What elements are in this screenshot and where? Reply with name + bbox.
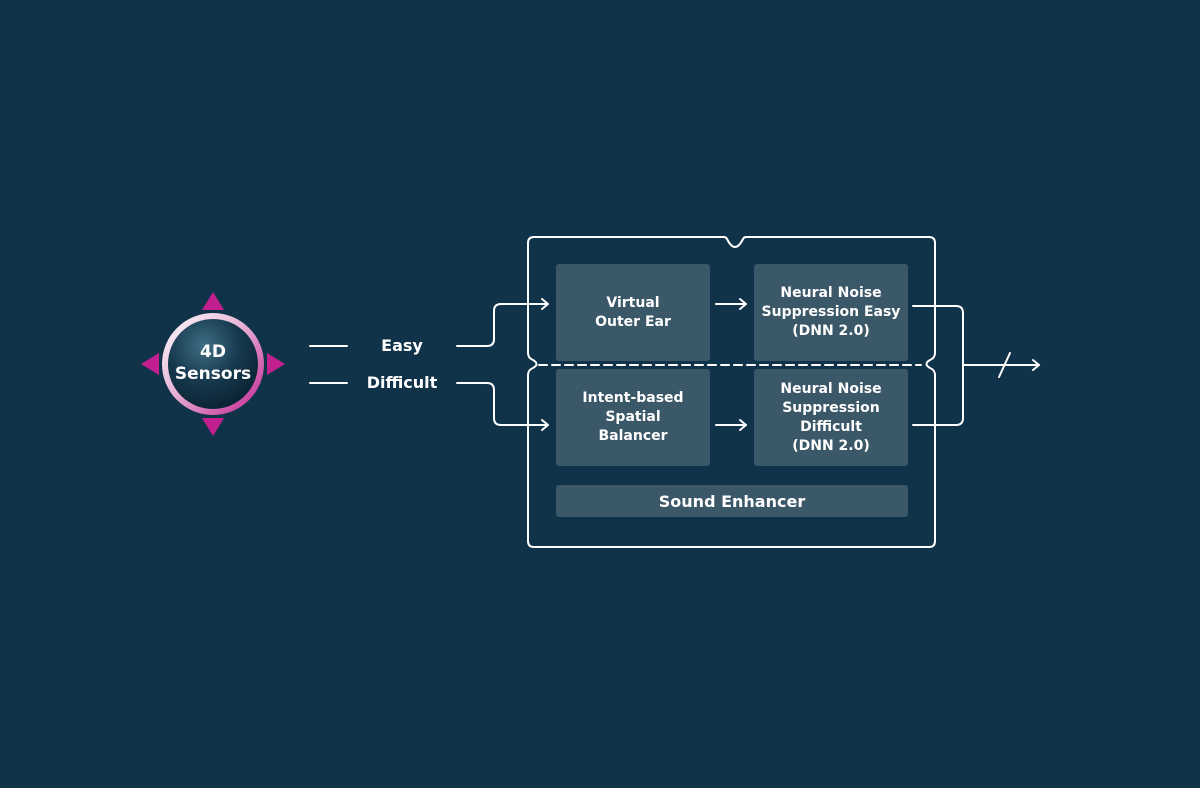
sensor-arrow-left-icon bbox=[141, 353, 159, 375]
output-break-slash bbox=[998, 352, 1011, 378]
block-intent-spatial-balancer: Intent-based Spatial Balancer bbox=[556, 369, 710, 466]
mode-label-difficult: Difficult bbox=[366, 373, 438, 392]
block-nns-easy-label: Neural Noise Suppression Easy (DNN 2.0) bbox=[761, 285, 901, 339]
processing-container-frame bbox=[527, 236, 936, 548]
block-nns-difficult-label: Neural Noise Suppression Difficult (DNN … bbox=[780, 380, 882, 454]
sensor-arrow-down-icon bbox=[202, 418, 224, 436]
arrow-difficult-inner-head-icon bbox=[739, 419, 747, 431]
sensor-arrow-right-icon bbox=[267, 353, 285, 375]
block-virtual-outer-ear: Virtual Outer Ear bbox=[556, 264, 710, 361]
sensor-arrow-up-icon bbox=[202, 292, 224, 310]
easy-arrowhead-icon bbox=[541, 298, 549, 310]
block-nns-difficult: Neural Noise Suppression Difficult (DNN … bbox=[754, 369, 908, 466]
sensor-label: 4D Sensors bbox=[174, 342, 252, 384]
easy-connector bbox=[456, 303, 549, 347]
difficult-connector bbox=[456, 382, 549, 426]
block-sound-enhancer-label: Sound Enhancer bbox=[658, 491, 806, 511]
block-nns-easy: Neural Noise Suppression Easy (DNN 2.0) bbox=[754, 264, 908, 361]
difficult-arrowhead-icon bbox=[541, 419, 549, 431]
mode-label-easy: Easy bbox=[381, 336, 423, 355]
output-arrowhead-icon bbox=[1032, 359, 1040, 371]
arrow-easy-inner-head-icon bbox=[739, 298, 747, 310]
sensor-sphere-icon bbox=[168, 319, 258, 409]
block-intent-spatial-balancer-label: Intent-based Spatial Balancer bbox=[582, 390, 684, 444]
block-virtual-outer-ear-label: Virtual Outer Ear bbox=[595, 294, 671, 330]
block-sound-enhancer: Sound Enhancer bbox=[556, 485, 908, 517]
